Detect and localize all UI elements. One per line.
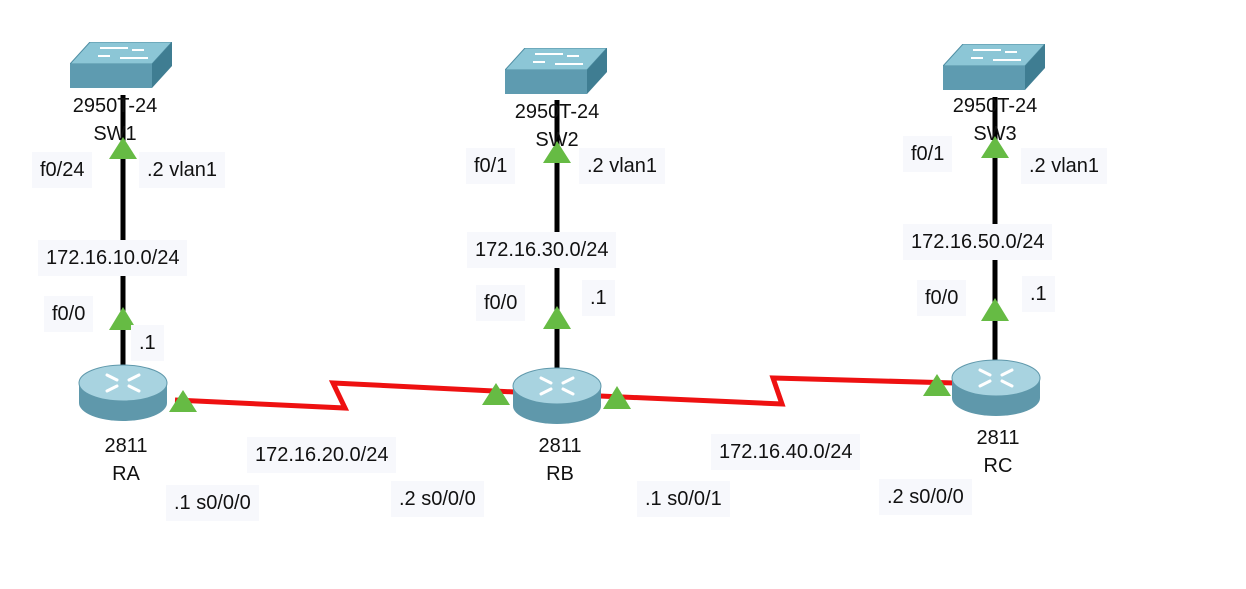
device-name: RC	[983, 455, 1013, 477]
device-model: 2950T-24	[514, 101, 600, 123]
sw1-port-label: f0/24	[32, 152, 93, 188]
network-label-172-16-50: 172.16.50.0/24	[903, 224, 1053, 260]
link-indicator-ra-f0-0	[109, 307, 137, 330]
ra-lan-ip-label: .1	[131, 325, 164, 361]
device-model: 2950T-24	[72, 95, 158, 117]
serial-link-rb-rc[interactable]	[599, 375, 956, 407]
sw3-port-label: f0/1	[903, 136, 953, 172]
network-label-172-16-20: 172.16.20.0/24	[247, 437, 397, 473]
device-model: 2811	[538, 435, 582, 457]
serial-link-ra-rb[interactable]	[174, 380, 516, 411]
rb-lan-port-label: f0/0	[476, 285, 526, 321]
device-name: SW3	[973, 123, 1017, 145]
router-icon[interactable]	[77, 363, 169, 425]
link-indicator-sw2-f0-1	[543, 141, 571, 163]
link-indicator-ra-s0-0-0	[169, 390, 197, 412]
rc-label: 2811 RC	[918, 424, 1078, 480]
rc-lan-ip-label: .1	[1022, 276, 1055, 312]
sw1-label: 2950T-24 SW1	[35, 92, 195, 148]
router-icon[interactable]	[511, 366, 603, 428]
switch-icon[interactable]	[943, 44, 1045, 94]
link-indicator-rc-f0-0	[981, 298, 1009, 321]
ra-serial-label: .1 s0/0/0	[166, 485, 259, 521]
network-label-172-16-10: 172.16.10.0/24	[38, 240, 188, 276]
router-icon[interactable]	[950, 358, 1042, 420]
rb-lan-ip-label: .1	[582, 280, 615, 316]
network-label-172-16-40: 172.16.40.0/24	[711, 434, 861, 470]
device-model: 2811	[976, 427, 1020, 449]
switch-icon[interactable]	[70, 42, 172, 92]
device-model: 2811	[104, 435, 148, 457]
rb-label: 2811 RB	[480, 432, 640, 488]
rb-serial1-label: .1 s0/0/1	[637, 481, 730, 517]
device-model: 2950T-24	[952, 95, 1038, 117]
sw2-label: 2950T-24 SW2	[477, 98, 637, 154]
device-name: SW1	[93, 123, 137, 145]
sw3-vlan-label: .2 vlan1	[1021, 148, 1108, 184]
link-indicator-rc-s0-0-0	[923, 374, 951, 396]
device-name: RA	[112, 463, 140, 485]
link-indicator-sw3-f0-1	[981, 136, 1009, 158]
ra-label: 2811 RA	[46, 432, 206, 488]
link-indicator-rb-f0-0	[543, 306, 571, 329]
link-indicator-rb-s0-0-1	[603, 386, 631, 409]
network-label-172-16-30: 172.16.30.0/24	[467, 232, 617, 268]
rb-serial0-label: .2 s0/0/0	[391, 481, 484, 517]
sw2-port-label: f0/1	[466, 148, 516, 184]
sw1-vlan-label: .2 vlan1	[139, 152, 226, 188]
switch-icon[interactable]	[505, 48, 607, 98]
rc-lan-port-label: f0/0	[917, 280, 967, 316]
sw3-label: 2950T-24 SW3	[915, 92, 1075, 148]
sw2-vlan-label: .2 vlan1	[579, 148, 666, 184]
device-name: SW2	[535, 129, 579, 151]
link-indicator-rb-s0-0-0	[482, 383, 510, 405]
link-indicator-sw1-f0-24	[109, 137, 137, 159]
ra-lan-port-label: f0/0	[44, 296, 94, 332]
rc-serial-label: .2 s0/0/0	[879, 479, 972, 515]
device-name: RB	[546, 463, 574, 485]
